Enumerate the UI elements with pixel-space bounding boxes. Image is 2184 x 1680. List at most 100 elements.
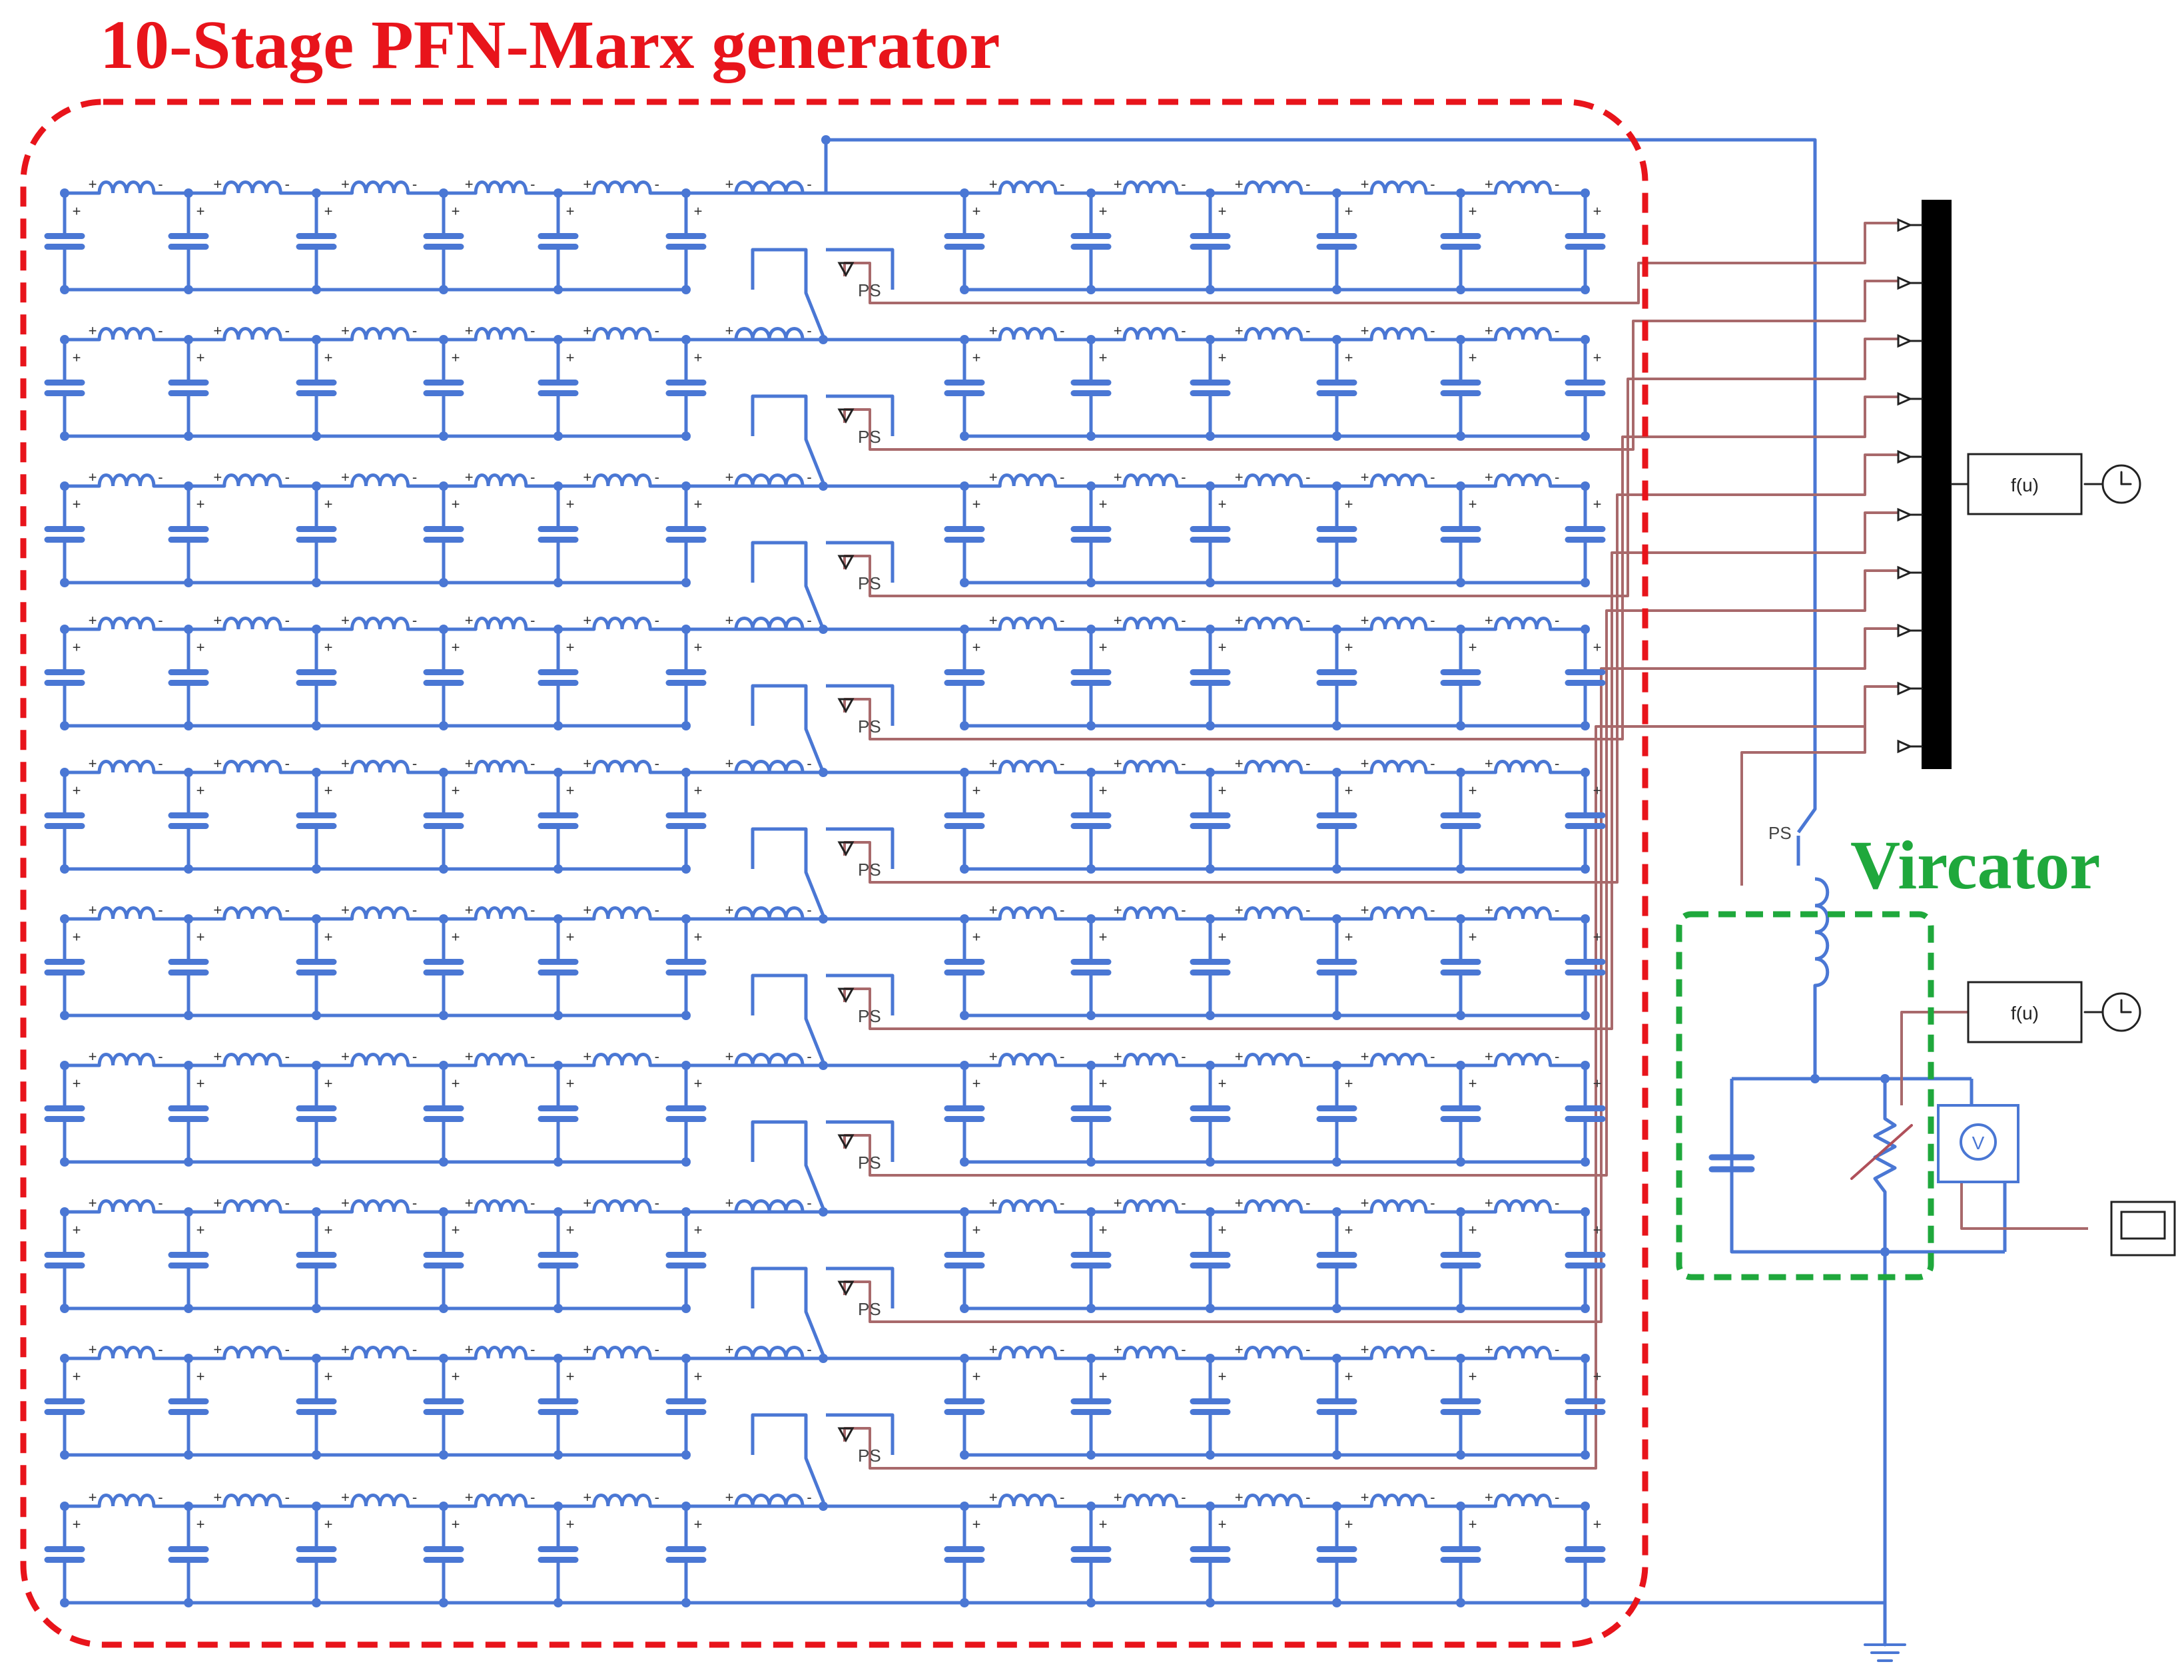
inductor-coil	[350, 1494, 410, 1507]
inductor-coil	[1122, 1346, 1179, 1359]
junction-dot	[1581, 1061, 1590, 1070]
mux-input-port	[1897, 681, 1913, 696]
polarity-plus: +	[465, 612, 474, 629]
polarity-minus: -	[1430, 469, 1435, 485]
control-signal	[1900, 1011, 1968, 1105]
control-signal	[843, 569, 1898, 1177]
polarity-minus: -	[807, 1195, 811, 1211]
ps-input-arrow	[837, 1134, 855, 1150]
junction-dot	[312, 625, 321, 634]
junction-dot	[960, 768, 969, 777]
inductor-coil	[1369, 1199, 1428, 1213]
polarity-plus: +	[1593, 350, 1602, 366]
polarity-plus: +	[1235, 902, 1244, 918]
polarity-minus: -	[1181, 612, 1186, 629]
junction-dot	[1456, 1598, 1465, 1607]
ps-label: PS	[858, 1446, 881, 1466]
polarity-plus: +	[694, 929, 703, 946]
junction-dot	[60, 1207, 69, 1217]
junction-dot	[1456, 1450, 1465, 1460]
polarity-plus: +	[1361, 902, 1369, 918]
junction-dot	[60, 481, 69, 491]
polarity-plus: +	[989, 902, 998, 918]
inductor-coil	[97, 180, 156, 194]
junction-dot	[60, 768, 69, 777]
junction-dot	[1332, 335, 1341, 344]
polarity-plus: +	[1114, 755, 1122, 772]
junction-dot	[439, 1598, 448, 1607]
polarity-minus: -	[655, 755, 659, 772]
polarity-minus: -	[530, 1048, 535, 1065]
polarity-plus: +	[89, 755, 97, 772]
junction-dot	[960, 1207, 969, 1217]
polarity-plus: +	[1361, 612, 1369, 629]
junction-dot	[553, 721, 563, 730]
polarity-plus: +	[989, 612, 998, 629]
polarity-plus: +	[1235, 1489, 1244, 1506]
polarity-minus: -	[285, 755, 290, 772]
switch-lead	[826, 248, 895, 290]
polarity-plus: +	[1114, 1048, 1122, 1065]
polarity-plus: +	[1361, 755, 1369, 772]
ps-label: PS	[858, 573, 881, 593]
junction-dot	[312, 1304, 321, 1313]
junction-dot	[439, 1011, 448, 1020]
inductor-coil	[474, 1494, 528, 1507]
inductor-coil	[734, 1346, 805, 1359]
voltmeter-icon	[1960, 1123, 1997, 1161]
junction-dot	[1086, 1304, 1096, 1313]
polarity-plus: +	[1218, 782, 1227, 799]
junction-dot	[1086, 188, 1096, 198]
polarity-plus: +	[989, 322, 998, 339]
polarity-plus: +	[694, 782, 703, 799]
junction-dot	[1332, 1157, 1341, 1167]
junction-dot	[1206, 768, 1215, 777]
polarity-plus: +	[196, 496, 205, 513]
polarity-plus: +	[725, 612, 734, 629]
polarity-plus: +	[1114, 469, 1122, 485]
polarity-plus: +	[583, 176, 591, 192]
resistor-control-arrow	[1850, 1124, 1913, 1180]
polarity-minus: -	[807, 612, 811, 629]
polarity-plus: +	[465, 469, 474, 485]
junction-dot	[312, 1011, 321, 1020]
junction-dot	[1206, 1450, 1215, 1460]
polarity-plus: +	[583, 1341, 591, 1358]
junction-dot	[1456, 481, 1465, 491]
junction-dot	[1332, 914, 1341, 924]
inductor-coil	[1244, 906, 1303, 920]
junction-dot	[1332, 625, 1341, 634]
polarity-plus: +	[1469, 350, 1477, 366]
junction-dot	[1332, 1061, 1341, 1070]
junction-dot	[553, 1207, 563, 1217]
inductor-coil	[350, 1346, 410, 1359]
junction-dot	[184, 335, 193, 344]
polarity-minus: -	[1181, 469, 1186, 485]
polarity-minus: -	[158, 1048, 163, 1065]
polarity-plus: +	[341, 902, 350, 918]
polarity-plus: +	[73, 350, 81, 366]
polarity-plus: +	[89, 1489, 97, 1506]
junction-dot	[1206, 625, 1215, 634]
scope-screen	[2120, 1211, 2166, 1240]
inductor-coil	[998, 617, 1058, 630]
polarity-plus: +	[725, 322, 734, 339]
junction-dot	[1456, 1502, 1465, 1511]
inductor-coil	[1244, 473, 1303, 487]
polarity-plus: +	[213, 755, 222, 772]
polarity-plus: +	[566, 782, 575, 799]
junction-dot	[439, 285, 448, 294]
polarity-plus: +	[972, 203, 981, 220]
polarity-plus: +	[566, 639, 575, 656]
polarity-plus: +	[566, 496, 575, 513]
polarity-plus: +	[1218, 203, 1227, 220]
junction-dot	[1206, 1304, 1215, 1313]
polarity-plus: +	[324, 350, 333, 366]
polarity-minus: -	[1305, 469, 1310, 485]
polarity-plus: +	[583, 1048, 591, 1065]
junction-dot	[1332, 721, 1341, 730]
signal-layer	[843, 222, 2088, 1470]
ps-label: PS	[858, 860, 881, 880]
junction-dot	[819, 768, 828, 777]
polarity-plus: +	[1593, 1516, 1602, 1533]
